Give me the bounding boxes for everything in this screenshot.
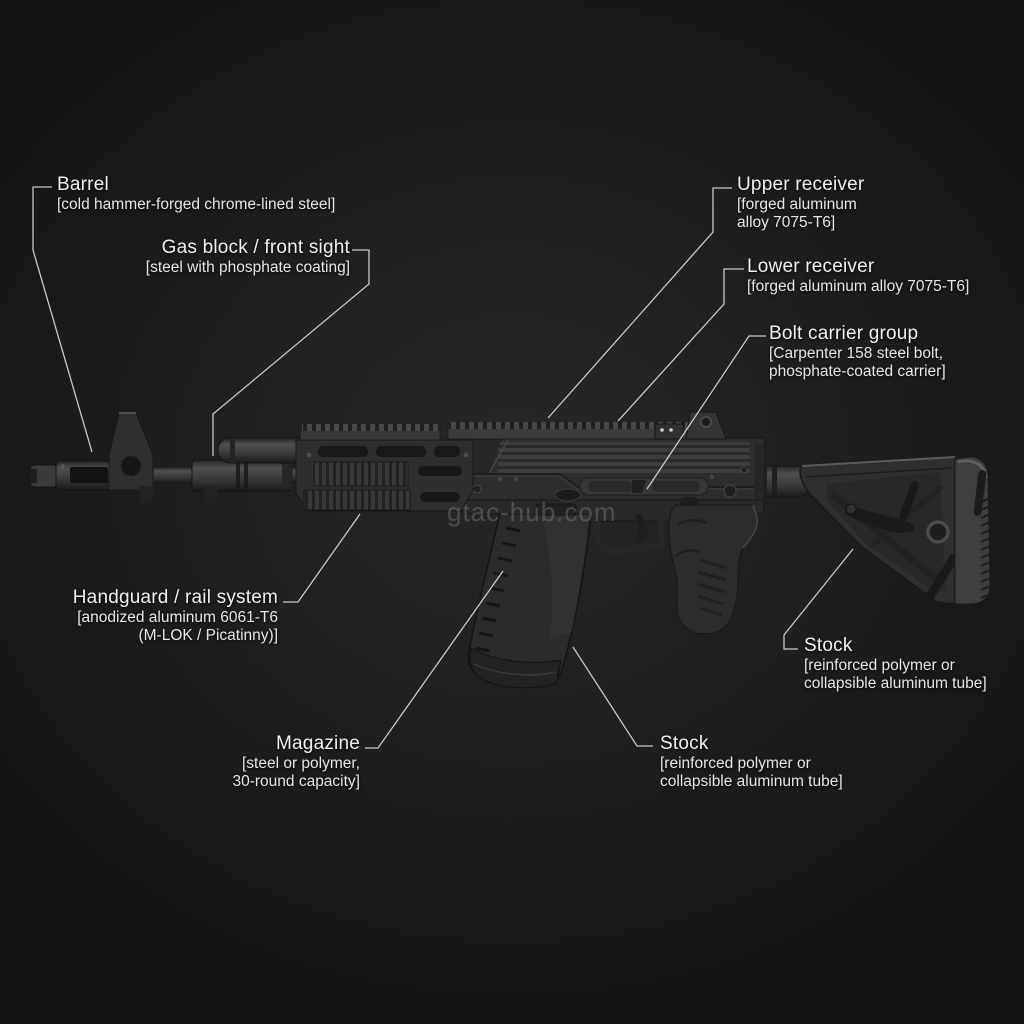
pistol-grip <box>668 504 759 635</box>
label-detail: (M-LOK / Picatinny)] <box>138 626 278 644</box>
label-title: Gas block / front sight <box>161 237 350 258</box>
label-title: Bolt carrier group <box>769 323 919 344</box>
stock <box>799 456 991 605</box>
leader-line-bolt-carrier-group <box>646 335 766 490</box>
label-detail: [reinforced polymer or <box>660 755 811 772</box>
label-stock-bottom: Stock [reinforced polymer or collapsible… <box>660 733 843 790</box>
label-title: Magazine <box>276 733 360 754</box>
label-detail: [steel or polymer, <box>241 755 360 772</box>
front-sight <box>108 412 154 491</box>
leader-line-lower-receiver <box>617 268 744 422</box>
label-detail: [reinforced polymer or <box>804 657 955 674</box>
handguard-part <box>295 439 474 512</box>
bolt-carrier-lever <box>579 477 709 496</box>
magazine-part <box>467 504 593 689</box>
gas-block-part <box>138 459 293 503</box>
label-detail: [anodized aluminum 6061-T6 <box>77 609 278 626</box>
leader-line-magazine <box>365 570 504 749</box>
leader-line-stock-right <box>783 548 854 650</box>
label-title: Handguard / rail system <box>72 587 278 608</box>
rear-sight <box>654 411 727 440</box>
label-upper-receiver: Upper receiver [forged aluminum alloy 70… <box>737 174 864 231</box>
leader-line-upper-receiver <box>547 187 732 419</box>
label-title: Lower receiver <box>747 256 875 277</box>
label-detail: phosphate-coated carrier] <box>769 362 946 380</box>
leader-line-stock-bottom <box>572 646 653 747</box>
leader-line-handguard <box>283 513 361 603</box>
label-detail: 30-round capacity] <box>232 772 360 790</box>
label-detail: [cold hammer-forged chrome-lined steel] <box>57 196 336 213</box>
label-barrel: Barrel [cold hammer-forged chrome-lined … <box>57 174 335 214</box>
label-detail: [forged aluminum alloy 7075-T6] <box>747 278 970 295</box>
label-stock-right: Stock [reinforced polymer or collapsible… <box>804 635 987 692</box>
label-detail: [Carpenter 158 steel bolt, <box>769 345 944 362</box>
label-title: Barrel <box>57 174 109 195</box>
label-detail: alloy 7075-T6] <box>737 213 836 231</box>
label-magazine: Magazine [steel or polymer, 30-round cap… <box>232 733 360 790</box>
leader-line-barrel <box>32 186 93 453</box>
label-detail: [steel with phosphate coating] <box>145 259 350 276</box>
butt-pad <box>954 456 991 605</box>
watermark-text: gtac-hub.com <box>447 497 617 527</box>
muzzle-brake <box>29 460 117 491</box>
label-gas-block: Gas block / front sight [steel with phos… <box>146 237 350 277</box>
label-handguard: Handguard / rail system [anodized alumin… <box>73 587 278 644</box>
label-detail: collapsible aluminum tube] <box>660 772 843 790</box>
label-lower-receiver: Lower receiver [forged aluminum alloy 70… <box>747 256 969 296</box>
label-title: Upper receiver <box>737 174 865 195</box>
label-detail: collapsible aluminum tube] <box>804 674 987 692</box>
label-title: Stock <box>804 635 853 656</box>
trigger-guard <box>593 514 665 555</box>
label-title: Stock <box>660 733 709 754</box>
label-detail: [forged aluminum <box>737 196 857 213</box>
leader-line-gas-block <box>212 249 370 456</box>
label-bolt-carrier-group: Bolt carrier group [Carpenter 158 steel … <box>769 323 946 380</box>
